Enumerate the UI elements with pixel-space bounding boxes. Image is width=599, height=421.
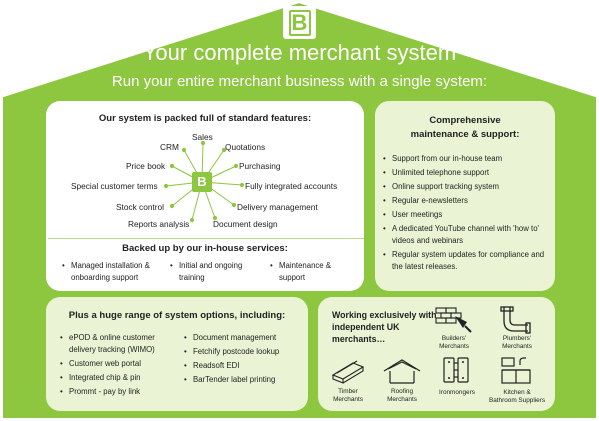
list-item: BarTender label printing [184, 374, 304, 386]
page-title: Your complete merchant system [142, 40, 457, 65]
feature-stock-control: Stock control [116, 202, 164, 212]
merchant-label-builders: Builders'Merchants [439, 335, 469, 350]
bricks-trowel-icon [435, 307, 472, 333]
timber-icon [331, 360, 365, 384]
hinge-icon [443, 357, 469, 383]
list-item: Online support tracking system [383, 181, 551, 193]
feature-reports: Reports analysis [128, 219, 190, 229]
merchant-label-kitchen: Kitchen &Bathroom Suppliers [488, 389, 546, 404]
options-heading: Plus a huge range of system options, inc… [68, 310, 286, 321]
list-item: Document management [184, 332, 304, 344]
options-list-right: Document management Fetchify postcode lo… [184, 332, 304, 388]
features-panel [46, 101, 364, 291]
page-subtitle: Run your entire merchant business with a… [111, 73, 488, 90]
maintenance-list: Support from our in-house team Unlimited… [383, 153, 551, 275]
list-item: Regular e-newsletters [383, 195, 551, 207]
list-item: Customer web portal [60, 358, 178, 370]
list-item: Integrated chip & pin [60, 372, 178, 384]
logo-letter: B [288, 9, 311, 36]
feature-quotations: Quotations [225, 142, 266, 152]
roof-icon [383, 359, 421, 384]
list-item: A dedicated YouTube channel with 'how to… [383, 223, 551, 246]
maintenance-heading: Comprehensive maintenance & support: [410, 115, 520, 140]
service-item: •Initial and ongoing training [170, 261, 243, 282]
list-item: Readsoft EDI [184, 360, 304, 372]
feature-accounts: Fully integrated accounts [245, 181, 338, 191]
feature-customer-terms: Special customer terms [71, 181, 158, 191]
merchant-label-ironmongers: Ironmongers [439, 389, 475, 396]
options-list-left: ePOD & online customer delivery tracking… [60, 332, 178, 400]
features-heading: Our system is packed full of standard fe… [98, 113, 312, 124]
feature-document-design: Document design [213, 219, 278, 229]
features-divider [48, 238, 364, 239]
list-item: Unlimited telephone support [383, 167, 551, 179]
feature-sales: Sales [192, 132, 213, 142]
kitchen-icon [501, 357, 531, 384]
list-item: ePOD & online customer delivery tracking… [60, 332, 178, 356]
pipe-icon [500, 306, 531, 334]
services-heading: Backed up by our in-house services: [122, 243, 288, 254]
hub-logo: B [192, 172, 212, 192]
list-item: User meetings [383, 209, 551, 221]
list-item: Fetchify postcode lookup [184, 346, 304, 358]
service-item: •Maintenance & support [270, 261, 332, 282]
merchants-panel [318, 297, 555, 411]
merchants-heading: Working exclusively with independent UK … [332, 310, 437, 344]
list-item: Regular system updates for compliance an… [383, 249, 551, 272]
feature-price-book: Price book [126, 161, 166, 171]
feature-delivery: Delivery management [237, 202, 318, 212]
merchant-label-plumbers: Plumbers'Merchants [502, 335, 532, 350]
brand-logo: B [283, 6, 316, 39]
feature-purchasing: Purchasing [239, 161, 281, 171]
list-item: Prommt - pay by link [60, 386, 178, 398]
list-item: Support from our in-house team [383, 153, 551, 165]
service-item: •Managed installation & onboarding suppo… [62, 261, 150, 282]
feature-crm: CRM [160, 142, 179, 152]
